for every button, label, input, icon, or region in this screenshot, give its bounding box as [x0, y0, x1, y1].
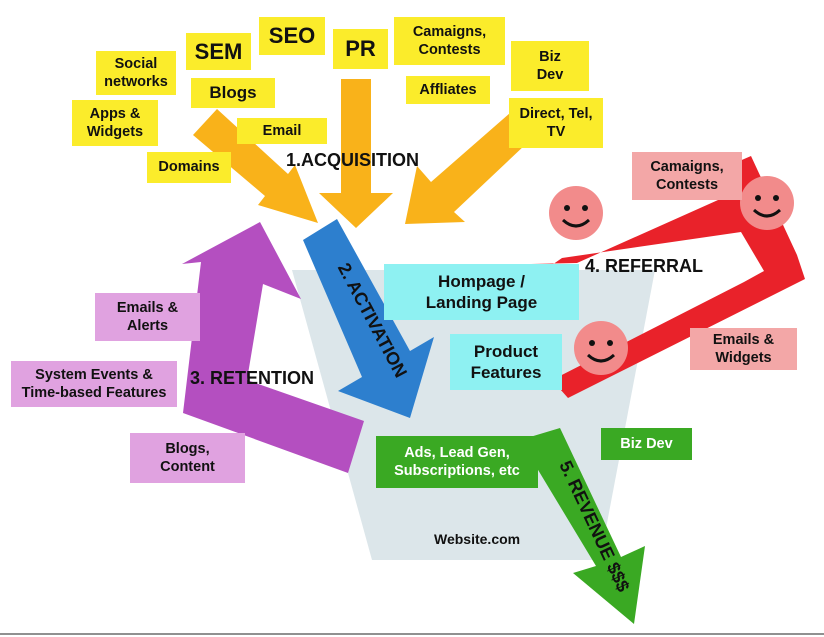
note-seo: SEO — [259, 17, 325, 55]
stage-acquisition-label: 1.ACQUISITION — [286, 150, 420, 170]
note-social-networks: Social networks — [96, 51, 176, 95]
note-biz-dev: Biz Dev — [511, 41, 589, 91]
smiley-face — [740, 176, 794, 230]
acquisition-arrows — [193, 79, 543, 228]
note-blogs: Blogs — [191, 78, 275, 108]
acquisition-arrow-left — [193, 109, 318, 223]
smiley-face — [574, 321, 628, 375]
note-product-features: Product Features — [450, 334, 562, 390]
note-referral-campaigns: Camaigns, Contests — [632, 152, 742, 200]
activation-arrow — [303, 219, 434, 418]
note-revenue-biz-dev: Biz Dev — [601, 428, 692, 460]
smiley-face — [549, 186, 603, 240]
website-label: Website.com — [434, 531, 521, 547]
note-blogs-content: Blogs, Content — [130, 433, 245, 483]
note-homepage-landing: Hompage / Landing Page — [384, 264, 579, 320]
note-system-events: System Events & Time-based Features — [11, 361, 177, 407]
note-direct-tel-tv: Direct, Tel, TV — [509, 98, 603, 148]
note-emails-widgets: Emails & Widgets — [690, 328, 797, 370]
retention-arrow — [182, 222, 364, 473]
note-campaigns: Camaigns, Contests — [394, 17, 505, 65]
note-pr: PR — [333, 29, 388, 69]
acquisition-arrow-right — [405, 106, 543, 224]
note-ads-lead-gen: Ads, Lead Gen, Subscriptions, etc — [376, 436, 538, 488]
note-apps-widgets: Apps & Widgets — [72, 100, 158, 146]
note-sem: SEM — [186, 33, 251, 70]
acquisition-arrow-center — [319, 79, 393, 228]
stage-referral-label: 4. REFERRAL — [585, 256, 704, 276]
revenue-arrow — [520, 428, 645, 624]
stage-retention-label: 3. RETENTION — [190, 368, 315, 388]
note-emails-alerts: Emails & Alerts — [95, 293, 200, 341]
referral-arrow — [484, 156, 805, 398]
note-affiliates: Affliates — [406, 76, 490, 104]
note-email: Email — [237, 118, 327, 144]
note-domains: Domains — [147, 152, 231, 183]
